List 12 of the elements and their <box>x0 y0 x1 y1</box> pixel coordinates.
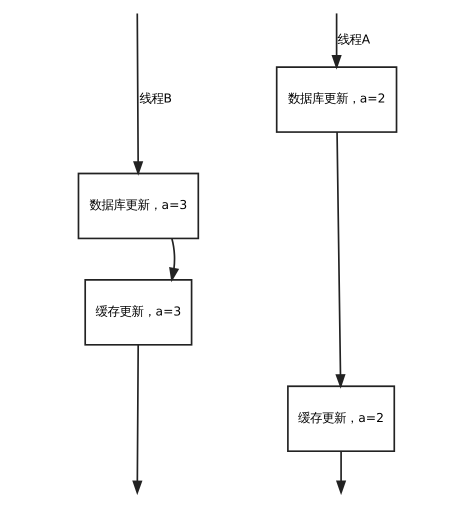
arrow <box>132 345 142 496</box>
arrow <box>334 132 346 389</box>
node-box: 缓存更新，a=3 <box>84 279 192 346</box>
node-box: 数据库更新，a=3 <box>77 172 199 240</box>
arrow <box>335 452 346 496</box>
arrow <box>331 13 342 70</box>
node-box: 数据库更新，a=2 <box>275 66 397 133</box>
node-box: 缓存更新，a=2 <box>286 385 395 452</box>
edge-label: 线程A <box>337 32 370 46</box>
arrow <box>168 238 179 282</box>
edge-label: 线程B <box>139 92 172 106</box>
arrow <box>132 13 143 176</box>
